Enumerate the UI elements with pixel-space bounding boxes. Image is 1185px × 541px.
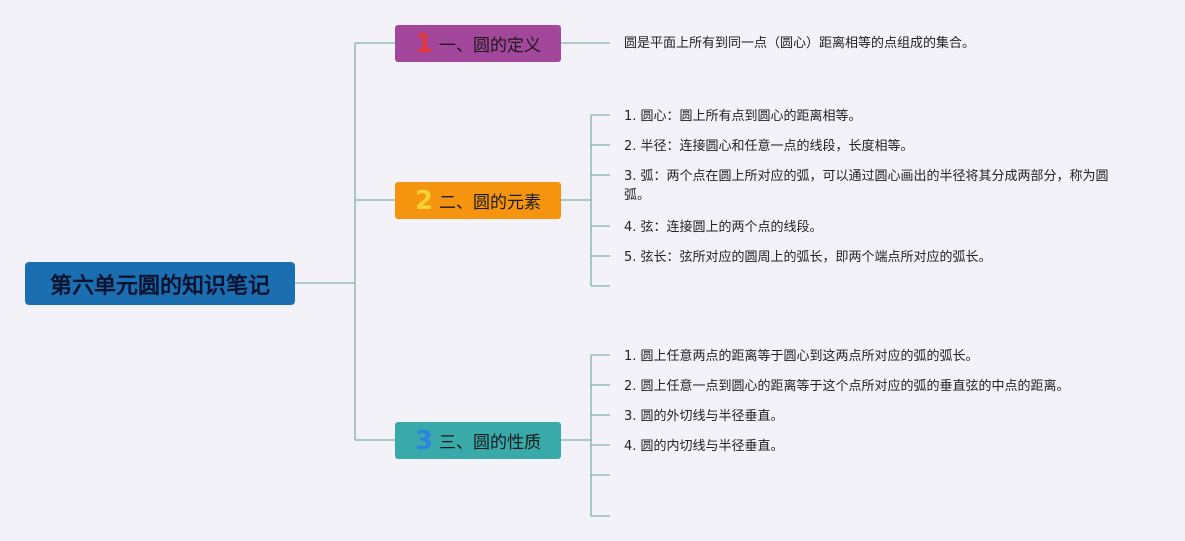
root-title: 第六单元圆的知识笔记 [49, 273, 270, 299]
branch-title: 一、圆的定义 [439, 36, 542, 56]
leaf-property-2[interactable]: 2. 圆上任意一点到圆心的距离等于这个点所对应的弧的垂直弦的中点的距离。 [624, 379, 1070, 394]
leaf-property-3[interactable]: 3. 圆的外切线与半径垂直。 [624, 409, 784, 424]
branch-number-3: 3 [414, 425, 434, 456]
leaf-chord-length[interactable]: 5. 弦长：弦所对应的圆周上的弧长，即两个端点所对应的弧长。 [624, 250, 992, 265]
branch-title: 三、圆的性质 [439, 433, 542, 453]
branch-number-1: 1 [414, 28, 434, 59]
branch-number-2: 2 [414, 185, 434, 216]
branch-title: 二、圆的元素 [439, 193, 542, 213]
leaf-arc[interactable]: 3. 弧：两个点在圆上所对应的弧，可以通过圆心画出的半径将其分成两部分，称为圆弧… [624, 169, 1109, 203]
leaf-center[interactable]: 1. 圆心：圆上所有点到圆心的距离相等。 [624, 109, 862, 124]
leaf-definition[interactable]: 圆是平面上所有到同一点（圆心）距离相等的点组成的集合。 [624, 36, 976, 51]
leaf-radius[interactable]: 2. 半径：连接圆心和任意一点的线段，长度相等。 [624, 139, 914, 154]
branch-node-elements[interactable]: 2 二、圆的元素 [395, 182, 561, 219]
leaf-chord[interactable]: 4. 弦：连接圆上的两个点的线段。 [624, 220, 823, 235]
branch-node-properties[interactable]: 3 三、圆的性质 [395, 422, 561, 459]
root-node[interactable]: 第六单元圆的知识笔记 [25, 262, 295, 305]
branch-node-definition[interactable]: 1 一、圆的定义 [395, 25, 561, 62]
leaf-property-1[interactable]: 1. 圆上任意两点的距离等于圆心到这两点所对应的弧的弧长。 [624, 349, 979, 364]
leaf-property-4[interactable]: 4. 圆的内切线与半径垂直。 [624, 439, 784, 454]
